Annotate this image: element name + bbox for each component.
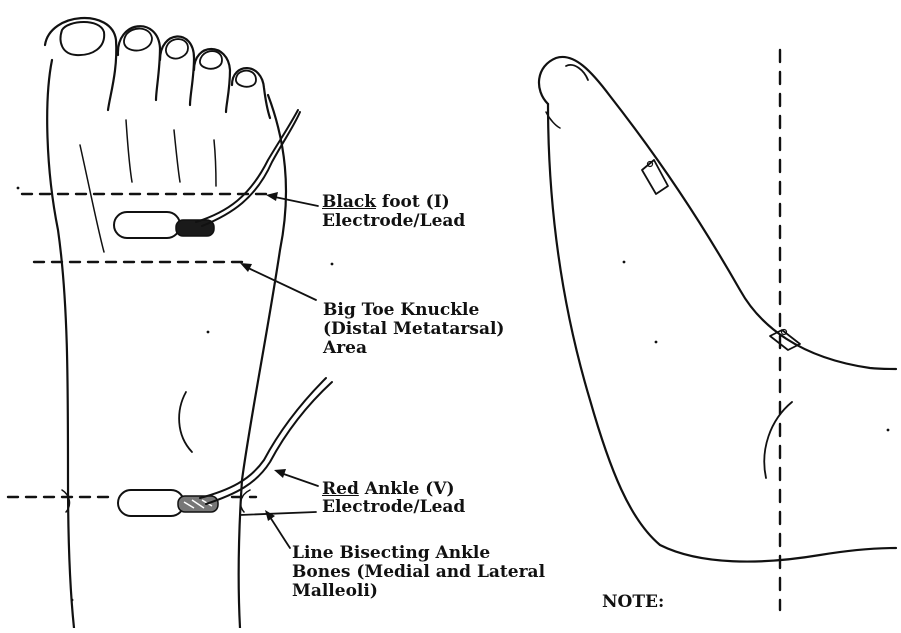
red-lead-wire-2 bbox=[206, 382, 332, 504]
black-lead-label-line2: Electrode/Lead bbox=[322, 212, 465, 231]
red-lead-label-rest: Ankle (V) bbox=[359, 479, 455, 499]
bisect-label-line3: Malleoli) bbox=[292, 582, 378, 601]
arrowhead-red-label bbox=[274, 469, 286, 478]
red-electrode-pad bbox=[118, 490, 184, 516]
big-toenail bbox=[61, 22, 105, 55]
red-lead-label-line2: Electrode/Lead bbox=[322, 498, 465, 517]
side-foot-outline bbox=[539, 57, 896, 369]
knuckle-label-line1: Big Toe Knuckle bbox=[323, 301, 479, 320]
bisect-label-line2: Bones (Medial and Lateral bbox=[292, 563, 545, 582]
foot-outline bbox=[47, 60, 74, 628]
note-label: NOTE: bbox=[602, 593, 664, 612]
arrow-bisect bbox=[268, 514, 290, 548]
foot-top-view bbox=[8, 18, 333, 628]
black-electrode-pad bbox=[114, 212, 180, 238]
dot bbox=[207, 331, 210, 334]
second-toenail bbox=[124, 29, 152, 51]
black-lead-wire bbox=[196, 110, 298, 222]
arrow-knuckle bbox=[244, 266, 316, 300]
arrowhead-knuckle bbox=[240, 263, 252, 272]
dot bbox=[655, 341, 658, 344]
arrowhead-black-label bbox=[266, 192, 278, 201]
side-tab-lower bbox=[770, 330, 800, 350]
side-foot-underside bbox=[548, 104, 896, 562]
dot bbox=[887, 429, 890, 432]
black-lead-label-line1: Black foot (I) bbox=[322, 193, 450, 212]
dot bbox=[17, 187, 20, 190]
bisect-label-line1: Line Bisecting Ankle bbox=[292, 544, 490, 563]
fourth-toe bbox=[194, 49, 230, 112]
arrowhead-bisect bbox=[265, 510, 275, 521]
big-toe bbox=[45, 18, 116, 110]
dot bbox=[71, 599, 74, 602]
tendon-line bbox=[80, 145, 104, 252]
knuckle-label-line3: Area bbox=[323, 339, 367, 358]
toe-crease-1 bbox=[126, 120, 132, 182]
third-toenail bbox=[166, 39, 188, 58]
dot bbox=[623, 261, 626, 264]
red-color-word: Red bbox=[322, 479, 359, 499]
black-lead-label-rest: foot (I) bbox=[376, 192, 450, 212]
foot-outline-right bbox=[239, 95, 286, 628]
toe-crease-2 bbox=[174, 130, 180, 182]
arrow-electrode-lead bbox=[240, 512, 316, 515]
fourth-toenail bbox=[200, 51, 222, 69]
toe-crease-3 bbox=[214, 140, 216, 186]
side-tab-upper bbox=[642, 160, 668, 194]
little-toenail bbox=[236, 71, 256, 87]
knuckle-label-line2: (Distal Metatarsal) bbox=[323, 320, 504, 339]
ankle-bone-curve bbox=[179, 392, 192, 452]
third-toe bbox=[160, 36, 194, 105]
side-malleolus-curve bbox=[764, 402, 792, 478]
arrow-black-label bbox=[270, 196, 318, 206]
black-color-word: Black bbox=[322, 192, 376, 212]
foot-side-view bbox=[539, 50, 896, 610]
red-lead-wire bbox=[200, 378, 326, 498]
dot bbox=[331, 263, 334, 266]
